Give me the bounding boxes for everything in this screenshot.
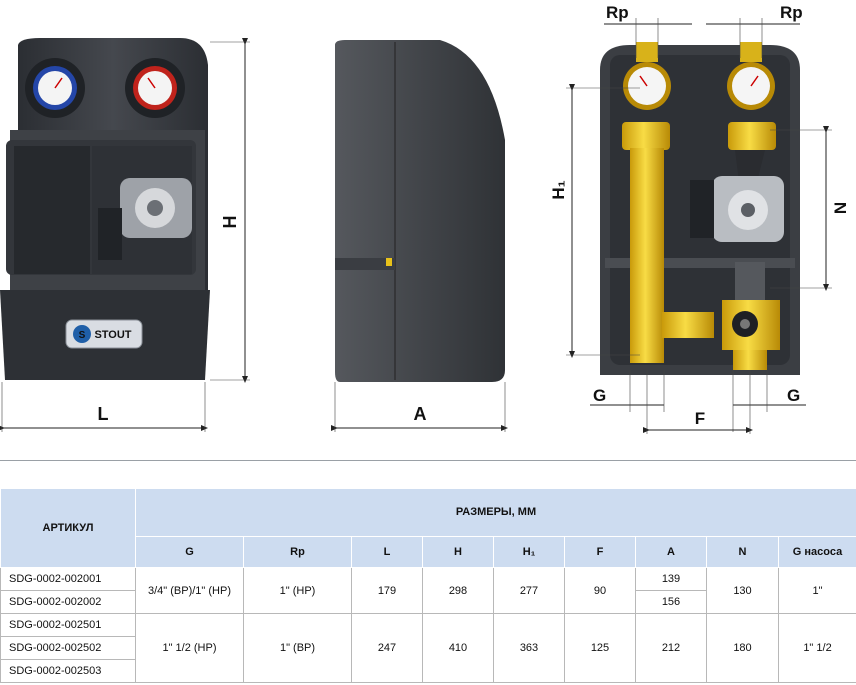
- dim-label-Rp-right: Rp: [780, 3, 803, 22]
- article-cell: SDG-0002-002501: [0, 613, 136, 637]
- pump-icon-open: [690, 176, 784, 242]
- header-col-g: G: [135, 535, 244, 569]
- article-cell: SDG-0002-002001: [0, 567, 136, 591]
- header-col-h1: H₁: [493, 535, 565, 569]
- table-row: SDG-0002-002002 156: [0, 590, 856, 614]
- cell-h1: 363: [493, 613, 565, 683]
- gauge-blue-icon: [25, 58, 85, 118]
- table-header-row-2: G Rp L H H₁ F A N G насоса: [1, 535, 856, 569]
- specs-table-wrap: АРТИКУЛ РАЗМЕРЫ, ММ G Rp L H H₁ F A N G …: [0, 488, 856, 685]
- table-row: SDG-0002-002001 3/4" (ВР)/1" (НР) 1" (НР…: [0, 567, 856, 614]
- dim-label-G-right: G: [787, 386, 800, 405]
- cell-g: 1" 1/2 (НР): [135, 613, 244, 683]
- internal-view: Rp Rp H₁ N G G F: [549, 3, 850, 434]
- dim-label-A: A: [414, 404, 427, 424]
- header-article: АРТИКУЛ: [0, 488, 136, 568]
- header-col-n: N: [706, 535, 779, 569]
- front-view: S STOUT H L: [0, 38, 250, 432]
- header-col-a: A: [635, 535, 707, 569]
- side-view: A: [331, 40, 508, 432]
- cell-h1: 277: [493, 567, 565, 614]
- svg-text:S: S: [79, 330, 86, 341]
- cell-l: 179: [351, 567, 423, 614]
- header-col-h: H: [422, 535, 494, 569]
- article-cell: SDG-0002-002503: [0, 659, 136, 683]
- cell-a: 139: [635, 567, 707, 591]
- cell-n: 130: [706, 567, 779, 614]
- brass-fitting-icon: [622, 122, 670, 150]
- header-col-g-pump: G насоса: [778, 535, 856, 569]
- dim-label-N: N: [831, 202, 850, 214]
- cell-rp: 1" (ВР): [243, 613, 352, 683]
- dim-label-Rp-left: Rp: [606, 3, 629, 22]
- cell-a: 156: [635, 590, 707, 614]
- header-col-f: F: [564, 535, 636, 569]
- cell-h: 298: [422, 567, 494, 614]
- cell-l: 247: [351, 613, 423, 683]
- cell-g-pump: 1": [778, 567, 856, 614]
- stout-logo: S STOUT: [65, 319, 143, 349]
- specs-table: АРТИКУЛ РАЗМЕРЫ, ММ G Rp L H H₁ F A N G …: [0, 488, 856, 683]
- table-row: SDG-0002-002501 1" 1/2 (НР) 1" (ВР) 247 …: [0, 613, 856, 683]
- valve-icon: [722, 300, 780, 350]
- dim-label-F: F: [695, 409, 705, 428]
- dim-label-H1: H₁: [549, 180, 568, 199]
- gauge-left-icon: [623, 42, 671, 110]
- table-row: SDG-0002-002503: [0, 659, 856, 683]
- cell-h: 410: [422, 613, 494, 683]
- cell-g: 3/4" (ВР)/1" (НР): [135, 567, 244, 614]
- dim-label-H: H: [220, 216, 240, 229]
- header-col-rp: Rp: [243, 535, 352, 569]
- table-header-row-1: АРТИКУЛ РАЗМЕРЫ, ММ: [0, 488, 856, 568]
- technical-drawing: S STOUT H L A: [0, 3, 850, 434]
- header-col-l: L: [351, 535, 423, 569]
- gauge-right-icon: [727, 42, 775, 110]
- cell-f: 90: [564, 567, 636, 614]
- gauge-red-icon: [125, 58, 185, 118]
- cell-g-pump: 1" 1/2: [778, 613, 856, 683]
- cell-rp: 1" (НР): [243, 567, 352, 614]
- header-group: РАЗМЕРЫ, ММ: [135, 488, 856, 537]
- cell-n: 180: [706, 613, 779, 683]
- logo-text: STOUT: [94, 329, 131, 341]
- cell-a: 212: [635, 613, 707, 683]
- article-cell: SDG-0002-002002: [0, 590, 136, 614]
- article-cell: SDG-0002-002502: [0, 636, 136, 660]
- pump-icon: [98, 178, 192, 260]
- divider: [0, 460, 856, 461]
- dim-label-L: L: [98, 404, 109, 424]
- dim-label-G-left: G: [593, 386, 606, 405]
- cell-f: 125: [564, 613, 636, 683]
